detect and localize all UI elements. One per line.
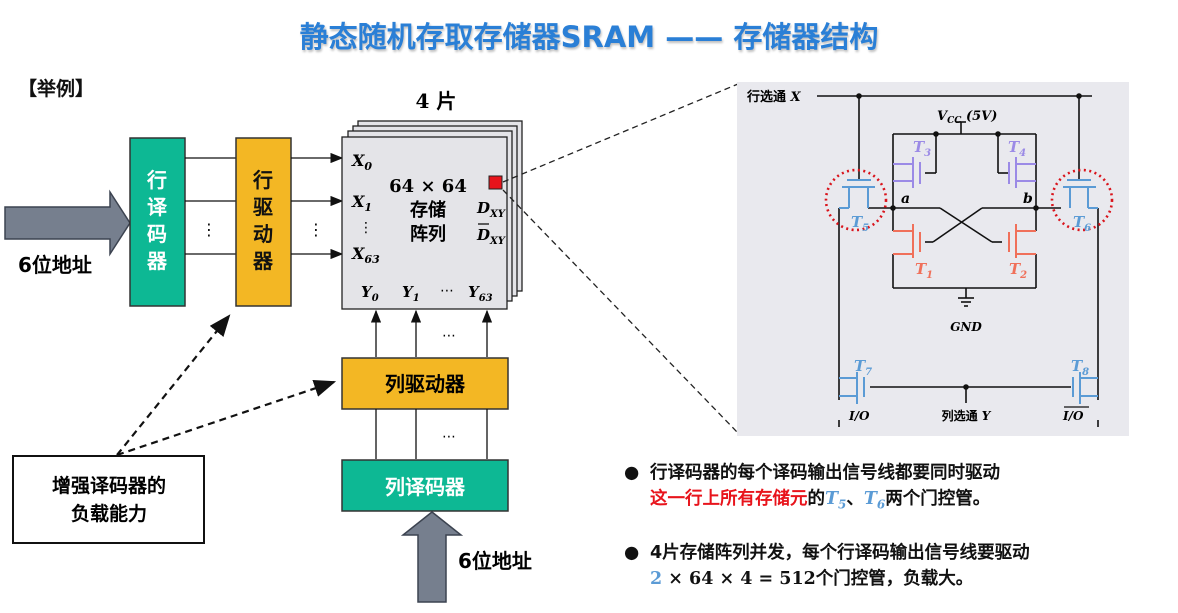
chips-label: 4 片 [416, 89, 457, 113]
note-line1: 增强译码器的 [52, 474, 166, 497]
col-address-arrow [400, 511, 464, 603]
bullet-1-line2: 这一行上所有存储元的T5、T6两个门控管。 [650, 489, 991, 512]
note-line2: 负载能力 [71, 502, 147, 525]
ellipsis-vertical: ⋮ [308, 220, 324, 239]
highlight-text: 这一行上所有存储元 [650, 489, 808, 509]
row-select-label: 行选通 X [746, 89, 802, 105]
row-address-arrow [4, 189, 131, 257]
t6-highlight-circle [1050, 168, 1114, 232]
transistor-t1 [893, 224, 921, 258]
sram-cell-circuit: 行选通 X VCC (5V) T3 T4 a b T5 T6 T1 T2 GND… [737, 82, 1129, 436]
array-layer-1 [341, 136, 508, 310]
load-formula: × 64 × 4 = 512 [662, 569, 816, 589]
svg-text:行: 行 [146, 168, 167, 192]
zoom-line-bottom [502, 189, 738, 433]
transistor-t5 [839, 179, 875, 209]
ellipsis-horizontal: ⋯ [442, 429, 456, 445]
circuit-background [737, 82, 1129, 436]
transistor-t6 [1063, 179, 1098, 209]
svg-text:动: 动 [253, 222, 273, 246]
col-label-ellipsis: ⋯ [440, 283, 454, 299]
t5-highlight-circle [824, 168, 888, 232]
gnd-label: GND [950, 320, 982, 334]
row-driver-box [235, 137, 292, 307]
row-address-label: 6位地址 [18, 253, 92, 277]
io-bar-label: I/O [1062, 409, 1084, 423]
bullet-2-line2: 2 × 64 × 4 = 512个门控管，负载大。 [650, 569, 974, 589]
row-decoder-label: 行 译 码 器 [146, 168, 168, 273]
io-label: I/O [848, 409, 870, 423]
dashed-arrow-to-row-driver [116, 314, 231, 456]
ellipsis-vertical: ⋮ [201, 220, 217, 239]
transistor-t4 [1008, 157, 1036, 188]
note-box [12, 455, 205, 544]
block-diagram: 6位地址 行 译 码 器 ⋮ 行 驱 动 器 ⋮ 4 片 X0 X1 ⋮ X63… [4, 83, 739, 603]
col-select-label: 列选通 Y [942, 408, 992, 423]
example-label: 【举例】 [18, 78, 95, 100]
svg-text:器: 器 [252, 249, 274, 273]
col-decoder-label: 列译码器 [385, 475, 466, 499]
col-decoder-box [341, 459, 509, 512]
transistor-t3 [893, 157, 921, 188]
node-b-label: b [1023, 191, 1033, 207]
col-driver-box [341, 357, 509, 410]
col-address-label: 6位地址 [458, 549, 532, 573]
row-driver-label: 行 驱 动 器 [252, 168, 274, 273]
transistor-t7 [839, 372, 865, 404]
bullet-dot: ● [624, 463, 640, 483]
memory-cell-highlight [488, 175, 503, 190]
svg-text:码: 码 [147, 222, 167, 246]
col-driver-label: 列驱动器 [385, 372, 466, 396]
zoom-line-top [502, 83, 739, 183]
t5-symbol: T5 [825, 489, 847, 512]
bullet-2-line1: 4片存储阵列并发，每个行译码输出信号线要驱动 [650, 543, 1030, 563]
array-size-label: 64 × 64 [389, 176, 467, 197]
svg-text:译: 译 [147, 195, 168, 219]
transistor-t2 [1008, 224, 1036, 258]
transistor-t8 [1072, 372, 1098, 404]
ellipsis-horizontal: ⋯ [442, 328, 456, 344]
row-decoder-box [129, 137, 186, 307]
vcc-label: VCC (5V) [937, 109, 997, 126]
svg-text:驱: 驱 [253, 195, 273, 219]
dashed-arrow-to-col-driver [116, 379, 337, 457]
svg-text:器: 器 [146, 249, 168, 273]
bullet-dot: ● [624, 543, 640, 563]
bullet-1-line1: 行译码器的每个译码输出信号线都要同时驱动 [650, 463, 1000, 483]
array-name-line2: 阵列 [410, 223, 446, 245]
row-label-ellipsis: ⋮ [359, 220, 373, 236]
t6-symbol: T6 [863, 489, 886, 512]
factor-two: 2 [650, 569, 663, 589]
node-a-label: a [901, 191, 910, 207]
svg-text:行: 行 [252, 168, 273, 192]
page-title: 静态随机存取存储器SRAM —— 存储器结构 [299, 20, 879, 54]
array-name-line1: 存储 [410, 199, 446, 221]
